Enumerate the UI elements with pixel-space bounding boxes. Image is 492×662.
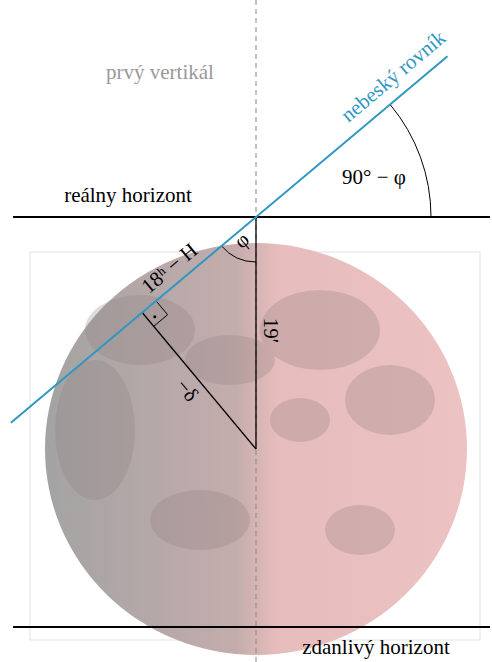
figure-label: reálny horizont <box>64 185 192 206</box>
right-angle-dot <box>153 315 156 318</box>
radius-line <box>255 217 256 449</box>
figure-label: prvý vertikál <box>106 62 214 83</box>
first-vertical <box>256 0 257 662</box>
figure-label: nebeský rovník <box>337 27 449 126</box>
phi-arc <box>222 246 257 262</box>
apparent-horizon <box>13 626 490 628</box>
real-horizon <box>13 216 490 218</box>
celestial-equator <box>11 56 448 422</box>
moon-maria <box>55 290 435 555</box>
figure-label: 19′ <box>261 317 282 343</box>
perpendicular-line <box>142 313 256 450</box>
colatitude-arc <box>390 105 431 218</box>
figure-label: 90° − φ <box>342 167 406 188</box>
right-angle-mark <box>154 301 168 326</box>
figure-label: zdanlivý horizont <box>302 637 450 658</box>
